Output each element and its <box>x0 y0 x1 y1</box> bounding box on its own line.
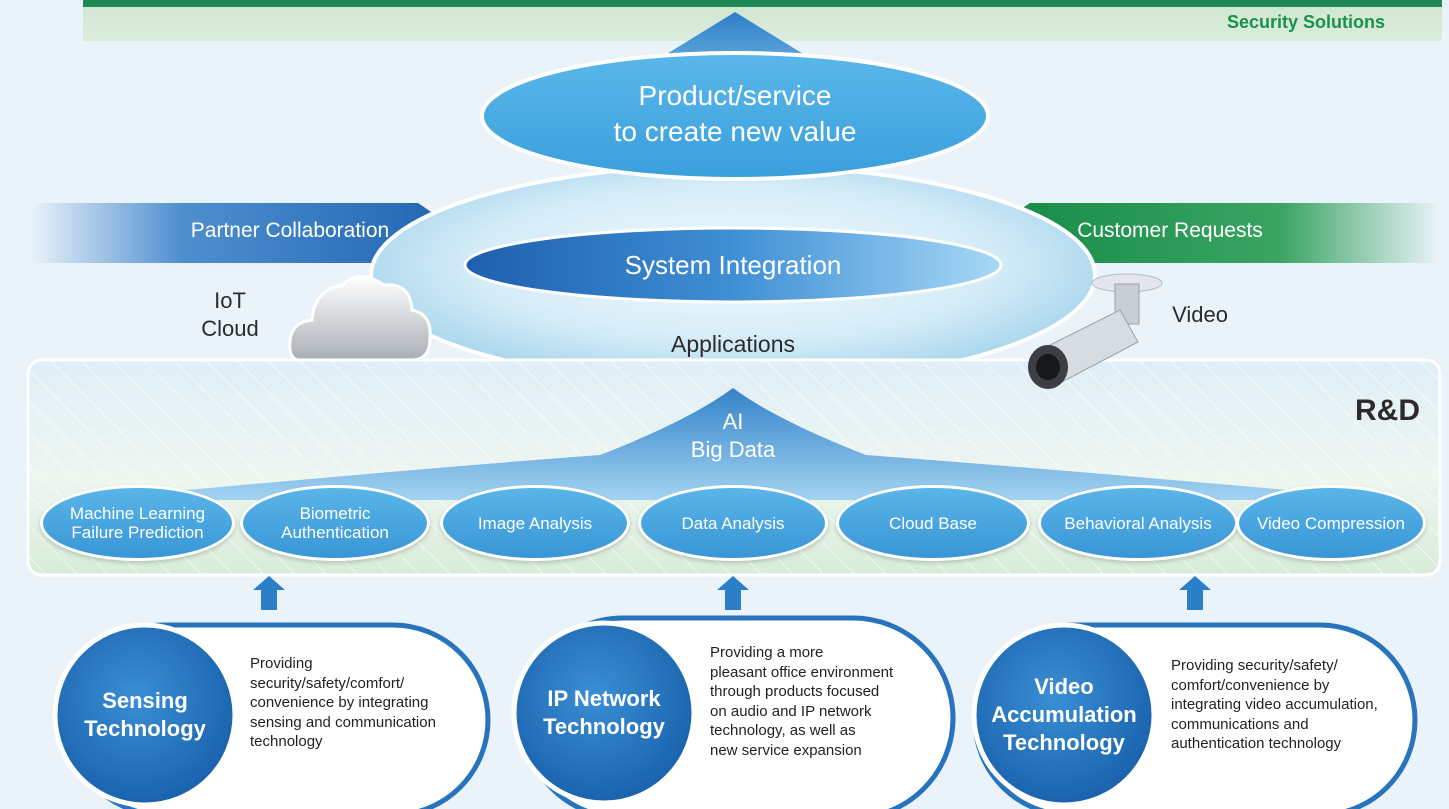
technology-description-line: communications and <box>1171 715 1309 733</box>
ai-label: AI <box>722 409 744 434</box>
product-service-label: Product/service to create new value <box>535 78 935 150</box>
technology-name-line: Accumulation <box>991 702 1137 727</box>
iot-label: IoT <box>214 288 246 313</box>
capability-oval: Data Analysis <box>638 485 828 561</box>
technology-description-line: Providing security/safety/ <box>1171 657 1338 674</box>
technology-description-line: through products focused <box>710 683 880 700</box>
system-integration-label: System Integration <box>624 250 842 280</box>
capability-label: Data Analysis <box>641 488 825 558</box>
partner-collaboration-arrow <box>30 203 462 263</box>
capability-oval: Behavioral Analysis <box>1038 485 1238 561</box>
technology-description-line: integrating video accumulation, <box>1171 696 1378 713</box>
capability-label: Cloud Base <box>839 488 1027 558</box>
technology-description-line: convenience by integrating <box>250 694 429 711</box>
technology-description-line: pleasant office environment <box>710 663 894 681</box>
technology-description: Providing security/safety/comfort/conven… <box>1171 656 1411 754</box>
ai-big-data-label: AI Big Data <box>633 408 833 464</box>
technology-name-line: Technology <box>1003 730 1125 755</box>
capability-label-line: Failure Prediction <box>71 523 204 542</box>
capability-oval: Video Compression <box>1236 485 1426 561</box>
capability-label: Video Compression <box>1239 488 1423 558</box>
technology-name-line: Video <box>1034 674 1094 699</box>
capability-label: Image Analysis <box>443 488 627 558</box>
capability-label-line: Data Analysis <box>681 513 785 533</box>
technology-description-line: Providing a more <box>710 644 824 661</box>
technology-name-line: IP Network <box>547 686 661 711</box>
customer-requests-arrow <box>985 203 1440 263</box>
video-label: Video <box>1172 302 1228 327</box>
product-service-line2: to create new value <box>613 116 857 147</box>
customer-requests-label: Customer Requests <box>1077 219 1263 242</box>
technology-description: Providing a more pleasant office environm… <box>710 643 950 760</box>
technology-name-line: Technology <box>543 714 665 739</box>
technology-name-line: Sensing <box>102 688 188 713</box>
capability-label-line: Behavioral Analysis <box>1064 513 1212 533</box>
big-data-label: Big Data <box>690 437 776 462</box>
bar-top-edge <box>83 0 1442 7</box>
capability-label-line: Authentication <box>281 523 389 542</box>
technology-description-line: new service expansion <box>710 741 862 759</box>
tech-pill-ip <box>511 615 956 809</box>
capability-label-line: Machine Learning <box>69 504 206 523</box>
capability-label: Behavioral Analysis <box>1041 488 1235 558</box>
capability-label-line: Video Compression <box>1256 513 1406 533</box>
iot-cloud-label: IoT Cloud <box>170 287 290 343</box>
technology-description-line: on audio and IP network <box>710 702 872 720</box>
cloud-icon <box>288 275 432 362</box>
technology-description: Providing security/safety/comfort/conveni… <box>250 654 490 752</box>
technology-description-line: authentication technology <box>1171 735 1342 752</box>
capability-oval: Cloud Base <box>836 485 1030 561</box>
capability-oval: Image Analysis <box>440 485 630 561</box>
product-service-line1: Product/service <box>638 80 832 111</box>
tech-pill-video <box>971 622 1418 809</box>
security-solutions-label: Security Solutions <box>1226 12 1385 32</box>
applications-label: Applications <box>670 331 796 357</box>
cloud-label: Cloud <box>201 316 259 341</box>
up-arrow-video <box>1179 576 1211 610</box>
product-service-oval <box>480 51 990 181</box>
rnd-label: R&D <box>1355 394 1420 427</box>
up-arrow-ip <box>717 576 749 610</box>
technology-description-line: technology, as well as <box>710 722 856 739</box>
technology-description-line: security/safety/comfort/ <box>250 674 405 692</box>
capability-label-line: Cloud Base <box>889 513 977 533</box>
tech-pill-sensing <box>52 622 491 809</box>
technology-description-line: comfort/convenience by <box>1171 676 1330 694</box>
technology-description-line: Providing <box>250 655 313 672</box>
technology-description-line: sensing and communication <box>250 713 436 731</box>
technology-description-line: technology <box>250 733 323 750</box>
system-integration-oval <box>463 226 1003 304</box>
capability-label-line: Image Analysis <box>477 513 593 533</box>
security-camera-icon <box>1028 273 1163 389</box>
partner-collaboration-label: Partner Collaboration <box>190 219 390 242</box>
capability-label-line: Biometric <box>299 504 371 523</box>
ai-big-data-peak <box>80 388 1400 500</box>
technology-name-line: Technology <box>84 716 206 741</box>
